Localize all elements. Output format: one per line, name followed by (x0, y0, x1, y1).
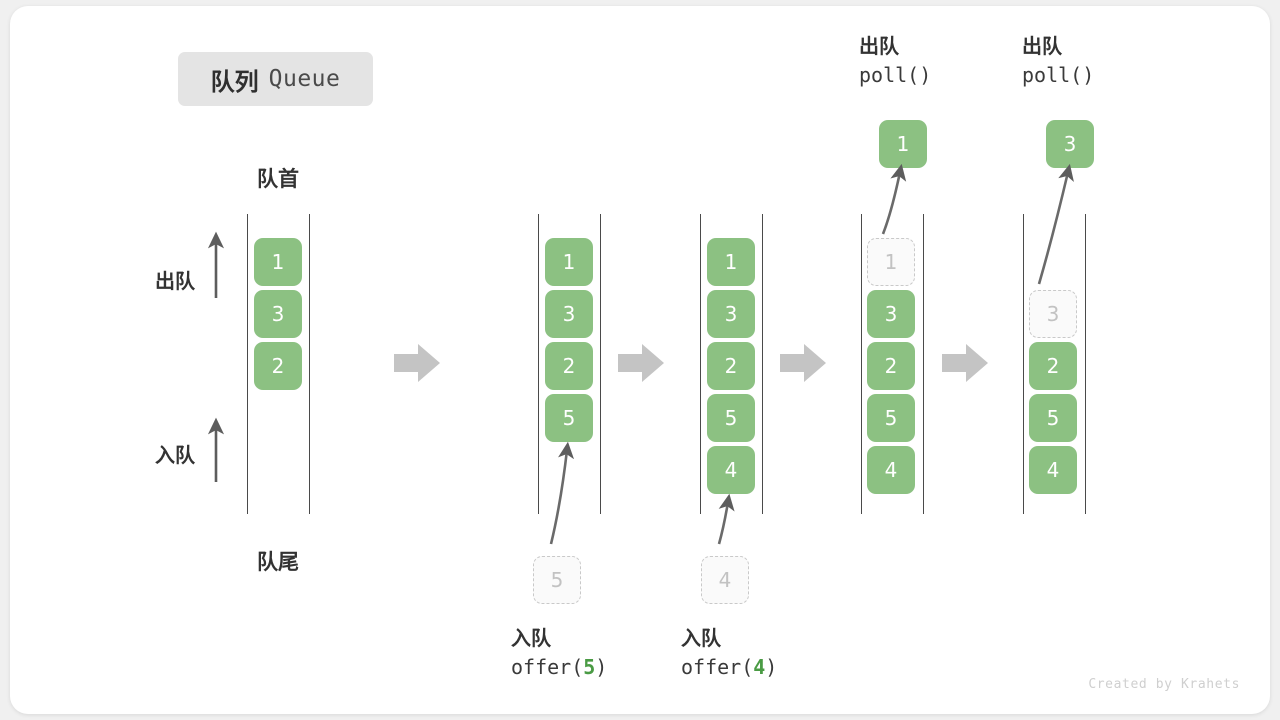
rail-right-col5 (1085, 214, 1086, 514)
step-arrow-3 (780, 344, 826, 382)
step-arrow-1 (394, 344, 440, 382)
dequeue-arrow-col4 (881, 163, 907, 235)
title-chinese: 队列 (210, 67, 259, 96)
bottom-caption-offer-4: 入队 offer(4) (681, 624, 777, 682)
rail-right-col2 (600, 214, 601, 514)
slot-col4-2: 2 (867, 342, 915, 390)
diagram-panel: 队列 Queue 队首 队尾 出队 入队 1 3 2 1 3 2 5 5 1 3… (10, 6, 1270, 714)
slot-col5-3: 4 (1029, 446, 1077, 494)
rail-right-col1 (309, 214, 310, 514)
queue-head-label: 队首 (257, 167, 299, 191)
offer-close-1: ) (595, 655, 608, 679)
top-caption-poll-2: 出队 poll() (1022, 32, 1094, 90)
step-arrow-4 (942, 344, 988, 382)
offer-op-2: offer( (681, 655, 754, 679)
slot-col2-2: 2 (545, 342, 593, 390)
queue-tail-label: 队尾 (257, 550, 299, 574)
bottom-caption-offer-5: 入队 offer(5) (511, 624, 607, 682)
rail-right-col4 (923, 214, 924, 514)
enqueue-arrow-col3 (717, 493, 735, 545)
slot-col2-1: 3 (545, 290, 593, 338)
outgoing-col5: 3 (1046, 120, 1094, 168)
rail-left-col5 (1023, 214, 1024, 514)
incoming-ghost-col2: 5 (533, 556, 581, 604)
rail-left-col1 (247, 214, 248, 514)
poll-label-code-2: poll() (1022, 63, 1095, 87)
poll-label-cn-2: 出队 (1022, 34, 1062, 58)
rail-left-col2 (538, 214, 539, 514)
credit-text: Created by Krahets (1088, 677, 1240, 692)
slot-col5-1: 2 (1029, 342, 1077, 390)
diagram-title-badge: 队列 Queue (178, 52, 373, 106)
slot-col3-3: 5 (707, 394, 755, 442)
offer-op-1: offer( (511, 655, 584, 679)
slot-col2-0: 1 (545, 238, 593, 286)
offer-close-2: ) (765, 655, 778, 679)
enqueue-arrow-col2 (549, 441, 575, 545)
slot-col4-3: 5 (867, 394, 915, 442)
offer-arg-2: 4 (753, 655, 766, 679)
offer-arg-1: 5 (583, 655, 596, 679)
dequeue-direction-label: 出队 (155, 269, 195, 293)
slot-col4-0: 1 (867, 238, 915, 286)
outgoing-col4: 1 (879, 120, 927, 168)
slot-col3-1: 3 (707, 290, 755, 338)
offer-label-cn-2: 入队 (681, 626, 721, 650)
slot-col4-4: 4 (867, 446, 915, 494)
step-arrow-2 (618, 344, 664, 382)
arrows-overlay (207, 163, 1074, 545)
slot-col5-2: 5 (1029, 394, 1077, 442)
rail-left-col3 (700, 214, 701, 514)
enqueue-direction-label: 入队 (155, 443, 195, 467)
slot-col1-1: 3 (254, 290, 302, 338)
slot-col2-3: 5 (545, 394, 593, 442)
dequeue-arrow-col5 (1037, 163, 1074, 285)
offer-label-cn-1: 入队 (511, 626, 551, 650)
offer-label-code-1: offer(5) (511, 653, 607, 682)
slot-col3-0: 1 (707, 238, 755, 286)
slot-col1-0: 1 (254, 238, 302, 286)
slot-col3-2: 2 (707, 342, 755, 390)
slot-col1-2: 2 (254, 342, 302, 390)
poll-label-code-1: poll() (859, 63, 932, 87)
top-caption-poll-1: 出队 poll() (859, 32, 931, 90)
slot-col5-0: 3 (1029, 290, 1077, 338)
offer-label-code-2: offer(4) (681, 653, 777, 682)
rail-left-col4 (861, 214, 862, 514)
poll-label-cn-1: 出队 (859, 34, 899, 58)
incoming-ghost-col3: 4 (701, 556, 749, 604)
title-english: Queue (268, 66, 341, 92)
slot-col3-4: 4 (707, 446, 755, 494)
rail-right-col3 (762, 214, 763, 514)
slot-col4-1: 3 (867, 290, 915, 338)
